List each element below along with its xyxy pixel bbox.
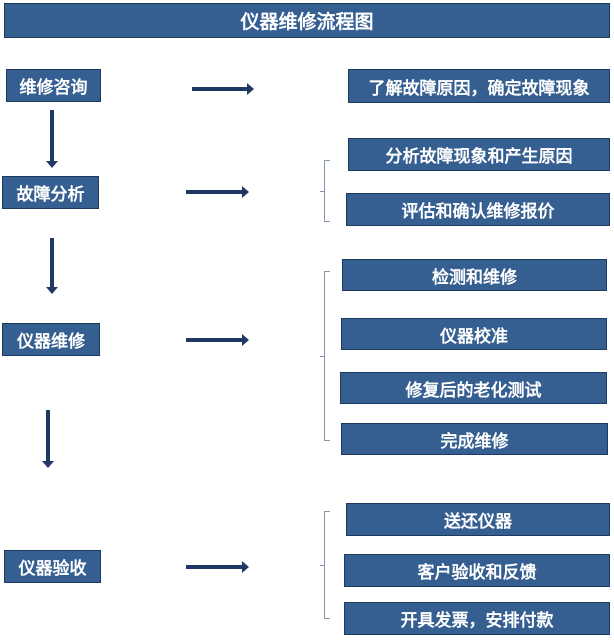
detail-box: 送还仪器 [346, 503, 610, 536]
detail-box: 开具发票，安排付款 [344, 602, 610, 635]
step-consultation: 维修咨询 [6, 69, 101, 102]
down-arrow-icon [46, 110, 58, 168]
detail-box: 仪器校准 [341, 318, 607, 350]
right-arrow-icon [186, 334, 249, 346]
flowchart-title: 仪器维修流程图 [4, 3, 610, 38]
detail-box: 分析故障现象和产生原因 [348, 138, 610, 171]
detail-box: 了解故障原因，确定故障现象 [348, 69, 610, 103]
down-arrow-icon [46, 238, 58, 294]
detail-box: 修复后的老化测试 [340, 372, 607, 404]
down-arrow-icon [42, 410, 54, 468]
bracket-icon [320, 511, 330, 619]
detail-box: 完成维修 [341, 423, 608, 455]
step-fault-analysis: 故障分析 [2, 176, 99, 209]
bracket-icon [320, 160, 330, 222]
detail-box: 评估和确认维修报价 [346, 193, 610, 226]
bracket-icon [320, 271, 330, 441]
detail-box: 检测和维修 [342, 259, 607, 291]
step-repair: 仪器维修 [2, 323, 100, 356]
right-arrow-icon [192, 83, 254, 95]
step-acceptance: 仪器验收 [4, 550, 101, 583]
right-arrow-icon [186, 561, 249, 573]
right-arrow-icon [186, 186, 249, 198]
detail-box: 客户验收和反馈 [344, 554, 610, 587]
